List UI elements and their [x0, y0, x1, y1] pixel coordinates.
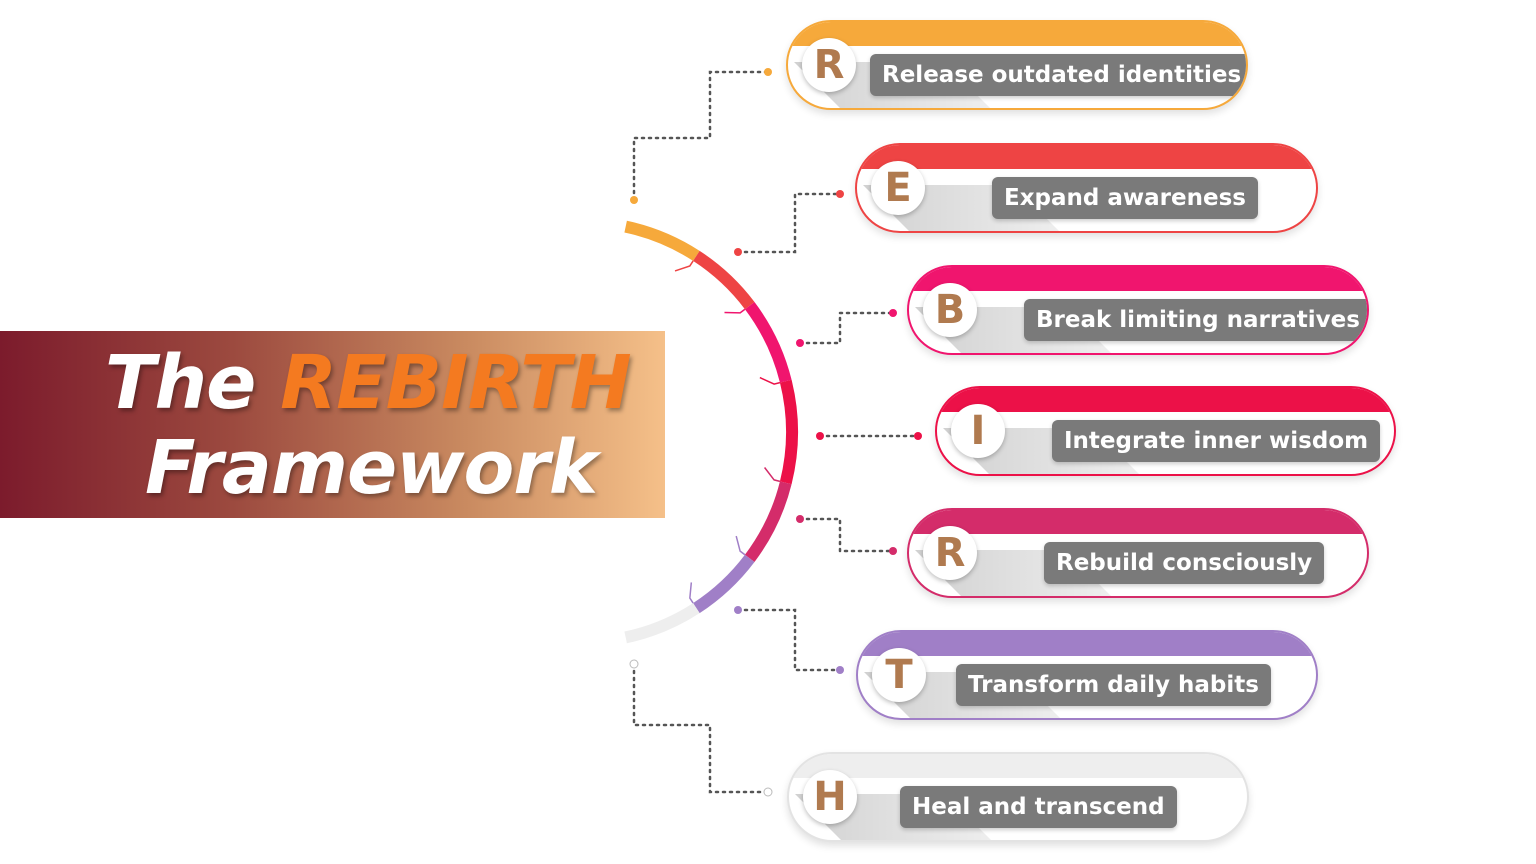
arc-notch-4 [763, 467, 781, 483]
title-line-1: The REBIRTH [105, 340, 632, 426]
step-label: Rebuild consciously [1044, 542, 1325, 584]
title-word-framework: Framework [145, 425, 598, 511]
arc-segment-1 [624, 220, 700, 261]
connector-end-dot-2 [836, 190, 844, 198]
arc-segment-3 [744, 302, 792, 383]
step-pill-bar [937, 388, 1394, 412]
step-pill-4: I Integrate inner wisdom [935, 386, 1396, 476]
connector-start-dot-6 [734, 606, 742, 614]
arc-notch-3 [759, 376, 781, 385]
step-pill-bar [909, 267, 1367, 291]
arc-segment-5 [744, 481, 792, 562]
connector-line-1 [632, 70, 770, 202]
step-pill-3: B Break limiting narratives [907, 265, 1369, 355]
step-pill-7: H Heal and transcend [787, 752, 1249, 842]
step-pill-bar [789, 754, 1247, 778]
connector-end-dot-6 [836, 666, 844, 674]
connector-start-dot-3 [796, 339, 804, 347]
connector-line-7 [632, 662, 770, 794]
connector-start-dot-5 [796, 515, 804, 523]
step-label: Break limiting narratives [1024, 299, 1367, 341]
letter-t-icon: T [872, 648, 926, 702]
letter-e-icon: E [871, 161, 925, 215]
connector-end-dot-7 [763, 787, 773, 797]
step-pill-5: R Rebuild consciously [907, 508, 1369, 598]
arc-segment-7 [624, 603, 700, 644]
connector-start-dot-4 [816, 432, 824, 440]
step-label: Release outdated identities [870, 54, 1246, 96]
connector-start-dot-2 [734, 248, 742, 256]
letter-r-icon: R [802, 38, 856, 92]
step-pill-bar [788, 22, 1246, 46]
step-pill-6: T Transform daily habits [856, 630, 1318, 720]
letter-h-icon: H [803, 770, 857, 824]
connector-start-dot-1 [630, 196, 638, 204]
connector-end-dot-5 [889, 547, 897, 555]
step-pill-1: R Release outdated identities [786, 20, 1248, 110]
connector-end-dot-1 [764, 68, 772, 76]
title-word-rebirth: REBIRTH [280, 340, 632, 426]
step-label: Integrate inner wisdom [1052, 420, 1381, 462]
step-pill-bar [909, 510, 1367, 534]
connector-start-dot-7 [629, 659, 639, 669]
arc-notch-2 [724, 308, 746, 314]
connector-end-dot-4 [914, 432, 922, 440]
arc-notch-6 [689, 582, 694, 604]
step-pill-bar [858, 632, 1316, 656]
arc-segment-2 [693, 250, 755, 310]
step-pill-bar [857, 145, 1316, 169]
step-pill-2: E Expand awareness [855, 143, 1318, 233]
connector-line-5 [798, 517, 895, 553]
letter-r-icon: R [923, 526, 977, 580]
arc-segment-6 [693, 554, 755, 614]
connector-line-6 [736, 608, 842, 672]
letter-i-icon: I [951, 404, 1005, 458]
arc-notch-1 [674, 260, 694, 272]
title-word-the: The [105, 340, 256, 426]
connector-line-2 [736, 192, 842, 254]
step-label: Transform daily habits [956, 664, 1271, 706]
connector-end-dot-3 [889, 309, 897, 317]
letter-b-icon: B [923, 283, 977, 337]
step-label: Heal and transcend [900, 786, 1177, 828]
title-banner [0, 331, 665, 518]
step-label: Expand awareness [992, 177, 1258, 219]
arc-notch-5 [735, 535, 746, 556]
arc-segment-4 [779, 379, 798, 485]
connector-line-3 [798, 311, 895, 345]
